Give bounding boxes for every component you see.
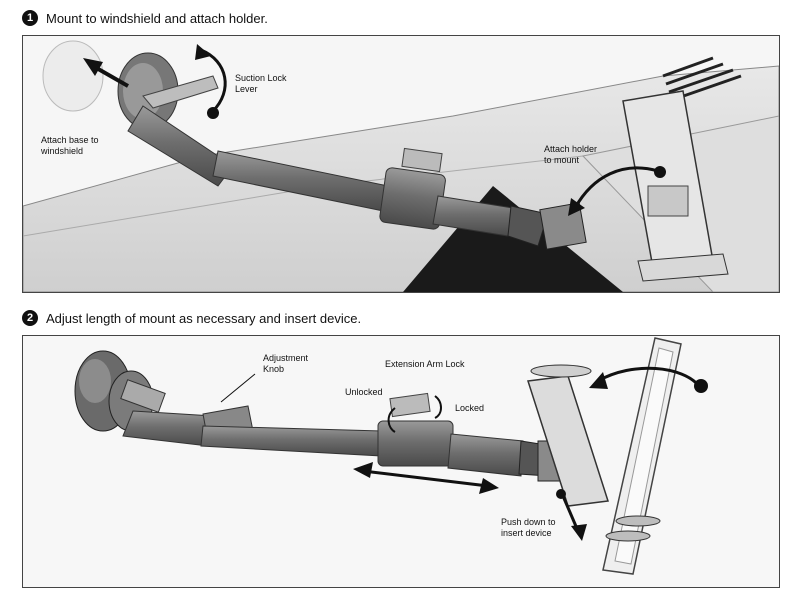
step-1-number: 1 <box>22 10 38 26</box>
locked-callout: Locked <box>455 403 485 413</box>
push-down-callout: Push down to insert device <box>501 517 556 538</box>
unlocked-callout: Unlocked <box>345 387 383 397</box>
step-2-number: 2 <box>22 310 38 326</box>
windshield-mount-drawing <box>23 36 779 292</box>
attach-holder-callout: Attach holder to mount <box>544 144 598 165</box>
step-1-heading: 1 Mount to windshield and attach holder. <box>22 10 268 26</box>
extension-arm-drawing <box>23 336 779 587</box>
step-2-illustration: Adjustment Knob Extension Arm Lock Unloc… <box>22 335 780 588</box>
step-1-title: Mount to windshield and attach holder. <box>46 10 268 26</box>
suction-lock-lever-callout: Suction Lock Lever <box>235 73 287 94</box>
attach-base-callout: Attach base to windshield <box>41 135 99 156</box>
extension-arm-lock-callout: Extension Arm Lock <box>385 359 465 369</box>
step-1-illustration: Suction Lock Lever Attach base to windsh… <box>22 35 780 293</box>
step-2-title: Adjust length of mount as necessary and … <box>46 310 362 326</box>
step-2-heading: 2 Adjust length of mount as necessary an… <box>22 310 361 326</box>
adjustment-knob-callout: Adjustment Knob <box>263 353 309 374</box>
